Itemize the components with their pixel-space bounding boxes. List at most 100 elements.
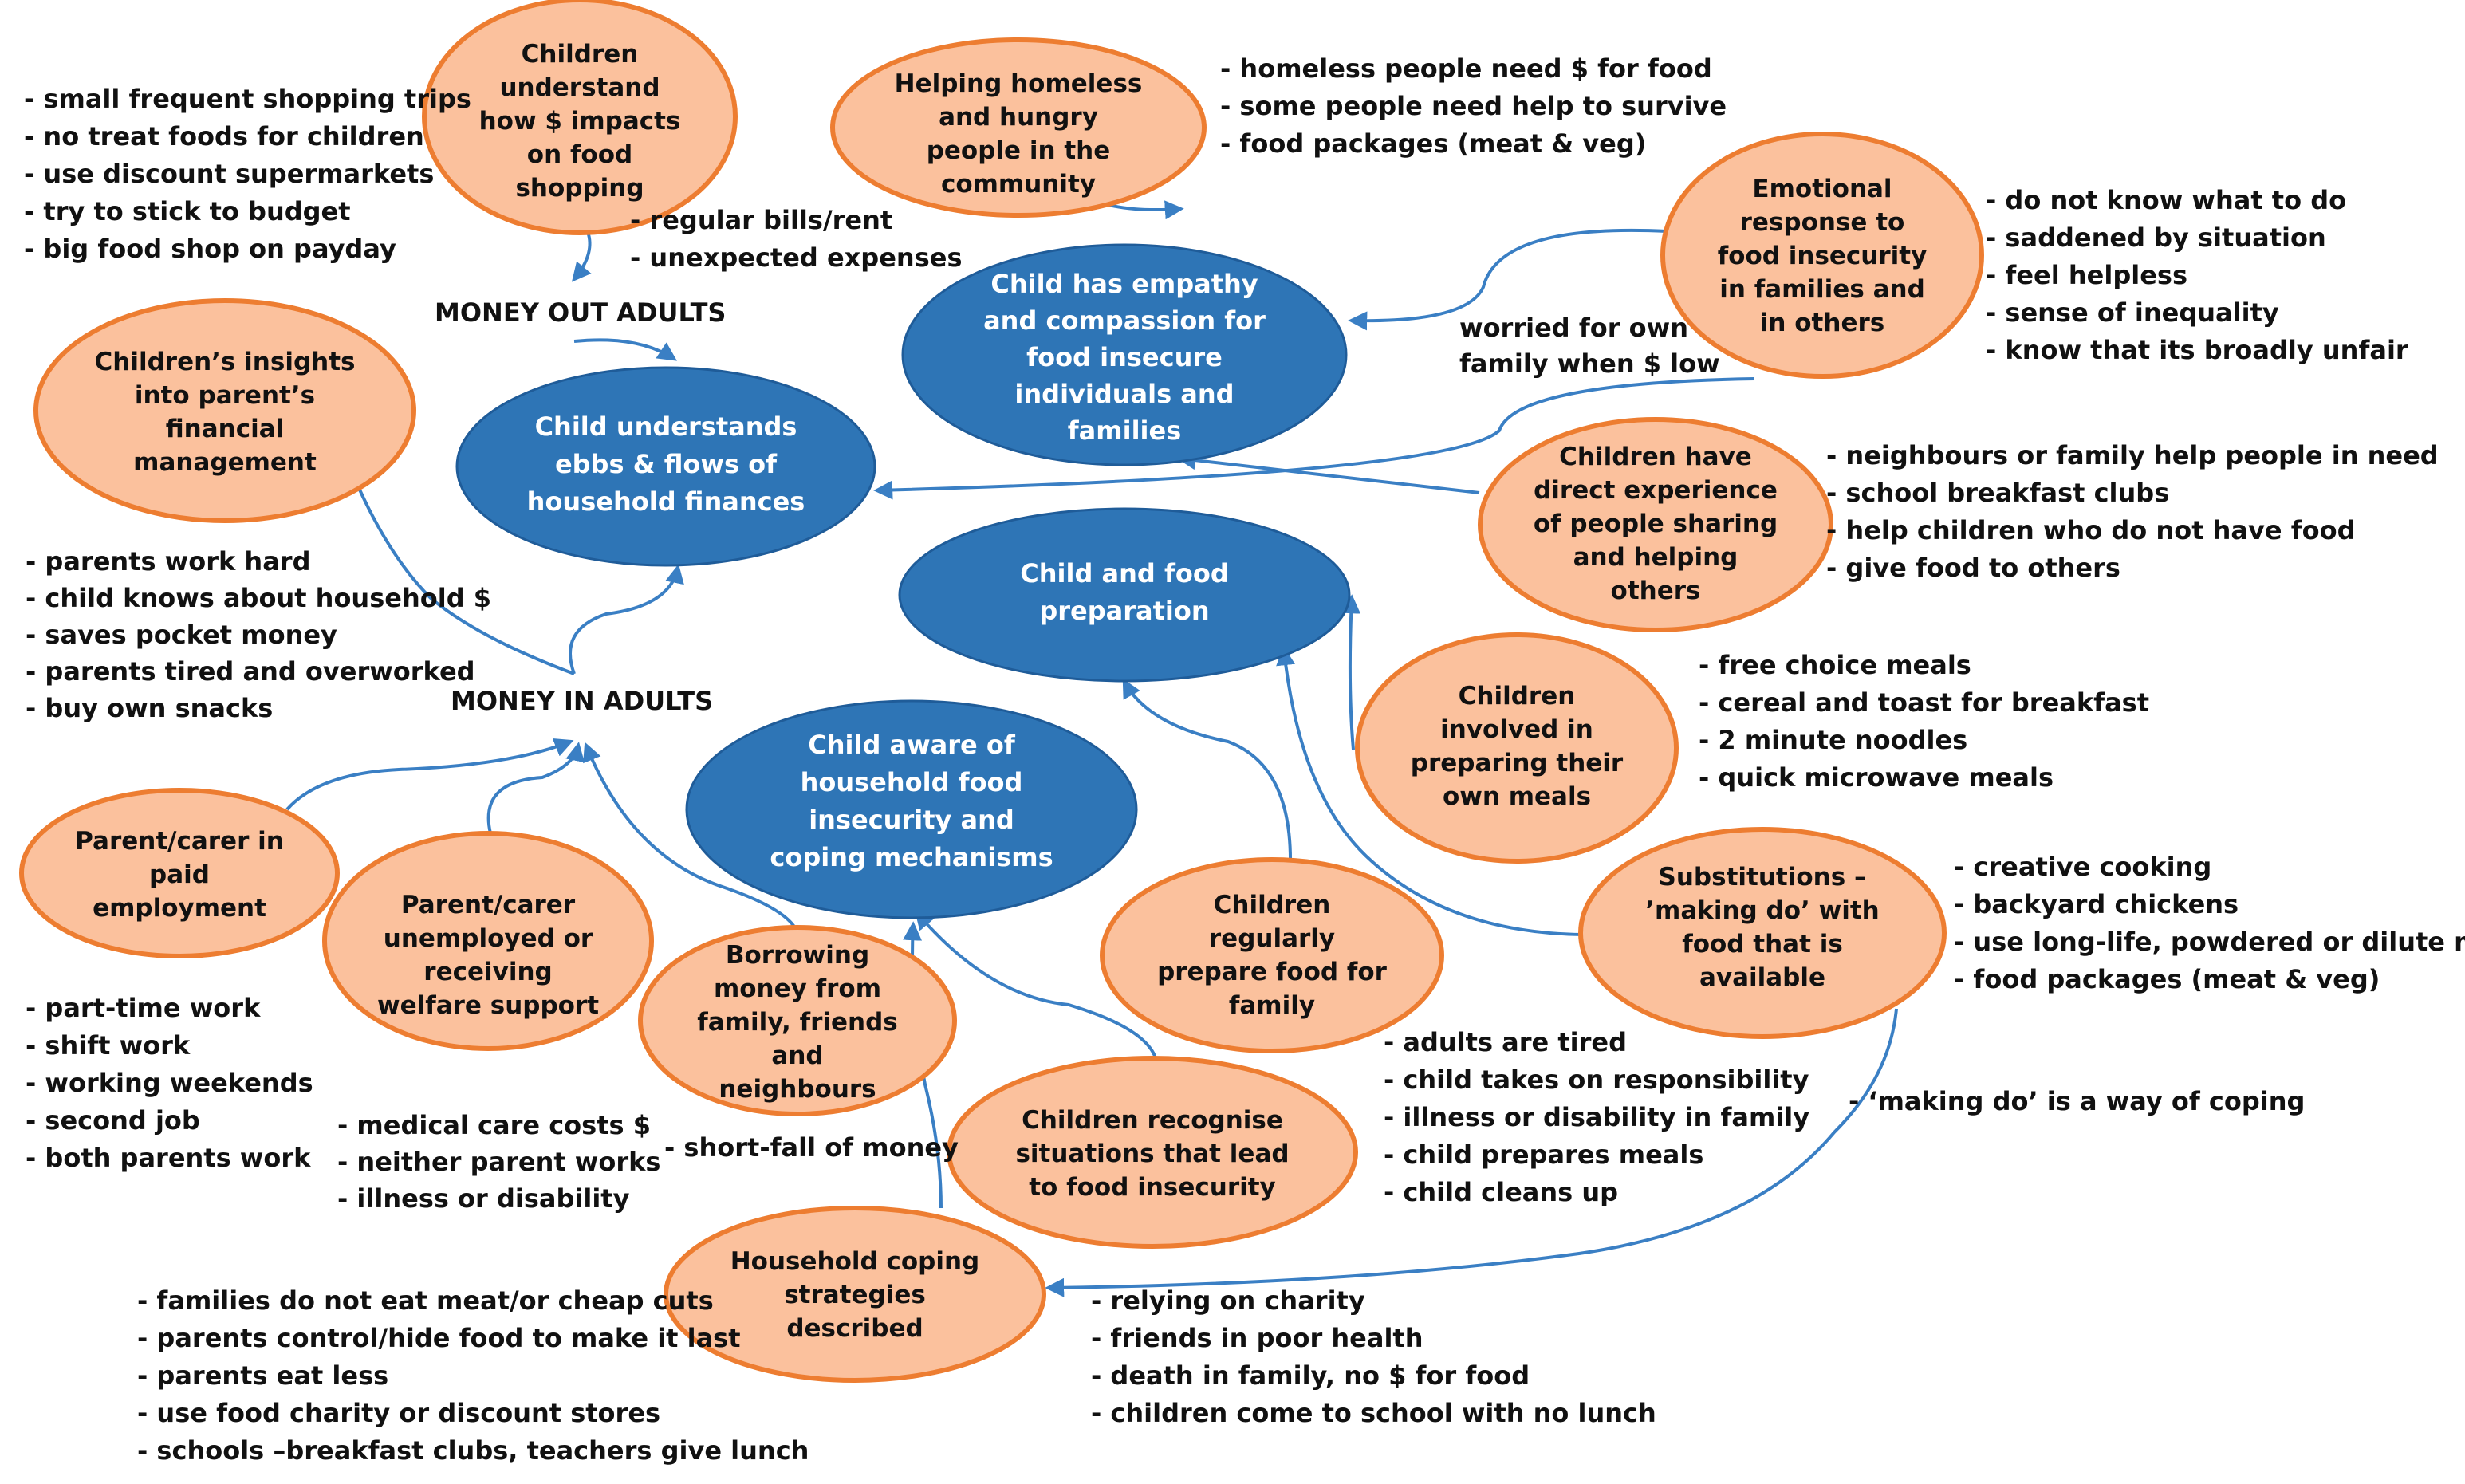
list-adults-tired-line: - child cleans up: [1384, 1177, 1618, 1207]
node-text-aware-insecurity-line: Child aware of: [808, 730, 1016, 760]
node-text-parent-unemployed-line: receiving: [423, 958, 552, 986]
list-experience-line: - help children who do not have food: [1826, 515, 2356, 545]
node-text-parent-unemployed-line: Parent/carer: [401, 891, 576, 919]
label-money-in-line: MONEY IN ADULTS: [451, 686, 713, 716]
node-text-substitutions-line: food that is: [1682, 930, 1843, 958]
arrow-unemployed-to-money-in: [486, 742, 585, 834]
node-emotional-response: [1660, 132, 1984, 379]
list-work-line: - shift work: [26, 1030, 191, 1061]
node-text-helping-homeless-line: people in the: [927, 136, 1111, 165]
node-text-regularly-prepare-line: regularly: [1209, 924, 1335, 953]
node-text-parent-unemployed-line: welfare support: [377, 991, 599, 1020]
list-bills-line: - unexpected expenses: [630, 242, 962, 273]
list-work-line: - part-time work: [26, 993, 261, 1023]
node-text-direct-experience-line: direct experience: [1534, 476, 1778, 505]
list-adults-tired-line: - adults are tired: [1384, 1027, 1627, 1057]
node-text-emotional-response-line: food insecurity: [1718, 242, 1928, 270]
arrow-borrowing-to-money-in: [583, 742, 799, 934]
node-text-borrowing-line: family, friends: [697, 1008, 897, 1037]
node-text-aware-insecurity-line: insecurity and: [809, 805, 1014, 835]
arrow-understand-to-money-out: [571, 234, 592, 282]
list-homeless: - homeless people need $ for food- some …: [1220, 53, 1727, 159]
node-text-helping-homeless-line: community: [941, 170, 1096, 199]
list-emotional-line: - feel helpless: [1986, 260, 2187, 290]
list-families-line: - families do not eat meat/or cheap cuts: [137, 1285, 714, 1316]
list-homeless-line: - food packages (meat & veg): [1220, 128, 1646, 159]
node-text-substitutions-line: available: [1699, 963, 1825, 992]
list-charity-line: - children come to school with no lunch: [1091, 1398, 1656, 1428]
node-text-empathy-line: Child has empathy: [990, 269, 1258, 299]
node-text-recognise-situations-line: situations that lead: [1015, 1140, 1289, 1168]
node-ebbs-flows: [455, 366, 876, 567]
list-bills: - regular bills/rent- unexpected expense…: [630, 205, 962, 273]
list-adults-tired-line: - child prepares meals: [1384, 1140, 1703, 1170]
node-text-borrowing-line: neighbours: [719, 1075, 876, 1104]
list-experience-line: - give food to others: [1826, 553, 2120, 583]
node-text-childrens-insights-line: Children’s insights: [95, 348, 356, 376]
node-substitutions: [1578, 827, 1947, 1039]
list-shortfall-line: - short-fall of money: [664, 1132, 959, 1163]
node-text-substitutions-line: ’making do’ with: [1645, 896, 1880, 925]
list-families-line: - parents control/hide food to make it l…: [137, 1323, 741, 1353]
list-creative-line: - backyard chickens: [1954, 889, 2239, 919]
node-text-children-understand-money-line: shopping: [515, 174, 644, 203]
node-text-empathy-line: individuals and: [1014, 379, 1234, 409]
list-parents: - parents work hard- child knows about h…: [26, 546, 491, 723]
list-making-do: - ‘making do’ is a way of coping: [1849, 1086, 2305, 1116]
node-text-direct-experience-line: others: [1611, 577, 1701, 605]
list-experience: - neighbours or family help people in ne…: [1826, 440, 2439, 583]
list-parents-line: - child knows about household $: [26, 583, 491, 613]
list-experience-line: - school breakfast clubs: [1826, 478, 2169, 508]
node-childrens-insights: [33, 298, 416, 523]
list-meals: - free choice meals- cereal and toast fo…: [1699, 650, 2149, 793]
arrow-experience-to-empathy: [1176, 451, 1480, 494]
node-parent-unemployed: [322, 831, 654, 1051]
node-children-understand-money: [422, 0, 738, 235]
node-text-emotional-response-line: Emotional: [1752, 175, 1892, 203]
node-text-regularly-prepare-line: Children: [1214, 891, 1331, 919]
node-text-borrowing-line: and: [771, 1041, 823, 1070]
node-regularly-prepare: [1100, 857, 1444, 1053]
node-text-childrens-insights-line: management: [133, 448, 317, 477]
arrow-regularly-to-preparation: [1122, 678, 1293, 866]
node-parent-paid: [19, 788, 340, 958]
node-helping-homeless: [830, 37, 1207, 218]
list-meals-line: - 2 minute noodles: [1699, 725, 1967, 755]
node-empathy: [901, 243, 1348, 466]
list-emotional-line: - saddened by situation: [1986, 222, 2326, 253]
node-text-ebbs-flows-line: Child understands: [535, 411, 797, 442]
list-emotional-line: - know that its broadly unfair: [1986, 335, 2408, 365]
list-adults-tired-line: - illness or disability in family: [1384, 1102, 1809, 1132]
node-involved-preparing: [1355, 632, 1679, 864]
list-medical: - medical care costs $- neither parent w…: [337, 1110, 660, 1214]
list-work: - part-time work- shift work- working we…: [26, 993, 313, 1173]
list-parents-line: - parents tired and overworked: [26, 656, 475, 687]
node-text-food-preparation-line: Child and food: [1020, 558, 1228, 588]
node-borrowing: [638, 925, 957, 1116]
list-families-line: - parents eat less: [137, 1360, 388, 1391]
list-shopping: - small frequent shopping trips- no trea…: [24, 84, 471, 264]
list-charity: - relying on charity- friends in poor he…: [1091, 1285, 1656, 1428]
node-text-empathy-line: families: [1068, 415, 1182, 446]
arrow-involved-to-preparation: [1341, 594, 1361, 750]
node-text-children-understand-money-line: Children: [522, 40, 639, 69]
node-text-regularly-prepare-line: prepare food for: [1157, 958, 1388, 986]
node-text-childrens-insights-line: into parent’s: [135, 381, 315, 410]
list-medical-line: - illness or disability: [337, 1183, 630, 1214]
list-homeless-line: - some people need help to survive: [1220, 91, 1727, 121]
label-money-in: MONEY IN ADULTS: [451, 686, 713, 716]
node-text-aware-insecurity-line: coping mechanisms: [770, 842, 1053, 872]
